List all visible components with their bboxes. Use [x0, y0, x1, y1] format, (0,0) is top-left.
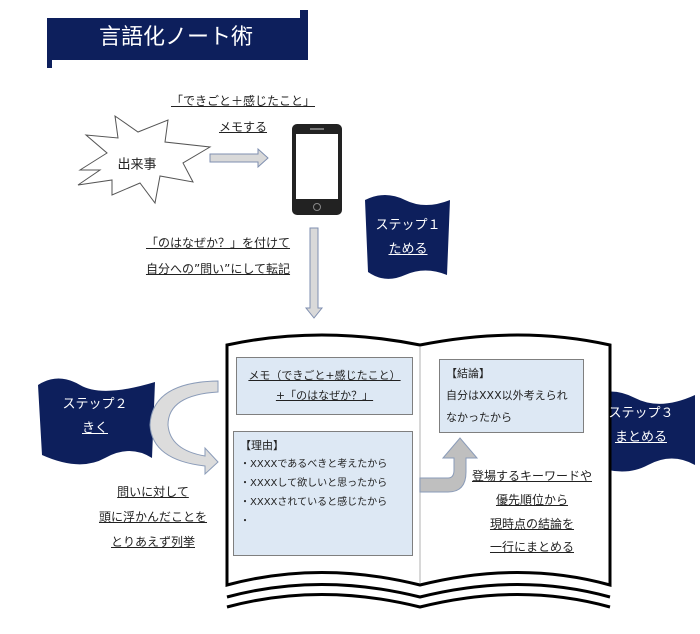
conclusion-line2: なかったから [446, 411, 512, 424]
conclusion-line1: 自分はXXX以外考えられ [446, 389, 568, 402]
curved-arrow-icon [149, 380, 219, 476]
reason-item: ・XXXXされていると感じたから [240, 497, 388, 508]
step2-desc-line: 問いに対して [117, 485, 189, 499]
memo-instruction-line1: 「できごと＋感じたこと」 [170, 94, 316, 108]
transfer-instruction-line2: 自分への”問い”にして転記 [145, 262, 291, 276]
reason-box: 【理由】 ・XXXXであるべきと考えたから ・XXXXして欲しいと思ったから ・… [233, 431, 413, 556]
step1-action: ためる [388, 242, 428, 257]
arrow-right-icon [209, 147, 269, 169]
smartphone-icon [292, 124, 342, 215]
step3-title: ステップ３ [608, 406, 674, 421]
bent-up-arrow-icon [419, 437, 479, 493]
event-starburst-icon [77, 114, 212, 205]
step1-label: ステップ１ ためる [375, 214, 440, 262]
memo-box-line1: メモ（できごと+感じたこと） [248, 369, 401, 382]
conclusion-heading: 【結論】 [446, 367, 490, 380]
step1-title: ステップ１ [375, 218, 441, 233]
step2-desc-line: とりあえず列挙 [110, 535, 196, 549]
step1-flag [365, 195, 450, 279]
reason-item: ・ [240, 516, 250, 527]
title-banner [47, 10, 308, 68]
step2-flag [38, 378, 155, 465]
conclusion-box: 【結論】 自分はXXX以外考えられ なかったから [439, 359, 584, 433]
arrow-down-icon [304, 227, 324, 319]
reason-item: ・XXXXして欲しいと思ったから [240, 478, 388, 489]
step2-label: ステップ２ きく [62, 393, 127, 441]
page-title: 言語化ノート術 [98, 25, 253, 50]
reason-item: ・XXXXであるべきと考えたから [240, 459, 388, 470]
memo-box: メモ（できごと+感じたこと） +「のはなぜか？」 [236, 357, 413, 415]
step3-desc-line: 現時点の結論を [489, 517, 575, 531]
step3-desc-line: 優先順位から [495, 493, 569, 507]
step2-desc-line: 頭に浮かんだことを [98, 510, 208, 524]
step2-action: きく [81, 421, 109, 436]
step3-flag [588, 391, 695, 472]
step3-label: ステップ３ まとめる [608, 402, 673, 450]
step3-desc-line: 一行にまとめる [489, 540, 575, 554]
memo-instruction-line2: メモする [218, 120, 268, 134]
memo-box-line2: +「のはなぜか？」 [275, 389, 374, 402]
transfer-instruction-line1: 「のはなぜか？」を付けて [145, 236, 291, 250]
step3-desc-line: 登場するキーワードや [471, 469, 593, 483]
reason-heading: 【理由】 [240, 439, 284, 452]
event-label: 出来事 [117, 157, 157, 173]
step3-action: まとめる [614, 430, 668, 445]
step2-title: ステップ２ [62, 397, 128, 412]
